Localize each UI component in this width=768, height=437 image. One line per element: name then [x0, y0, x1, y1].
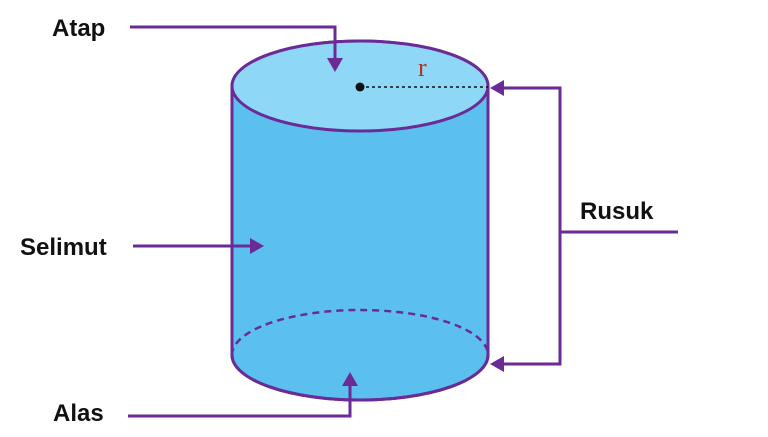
- label-rusuk: Rusuk: [580, 198, 654, 225]
- label-atap: Atap: [52, 15, 105, 42]
- pointer-alas-arrowhead: [342, 372, 358, 386]
- base-front-edge: [230, 354, 490, 402]
- base-back-edge-dashed: [230, 308, 490, 356]
- radius-label: r: [418, 53, 427, 82]
- pointer-atap-arrowhead: [327, 58, 343, 72]
- label-selimut: Selimut: [20, 234, 107, 261]
- pointer-rusuk-bracket: [502, 86, 562, 366]
- pointer-selimut-arrowhead: [250, 238, 264, 254]
- label-alas: Alas: [53, 400, 104, 427]
- pointer-rusuk-arrowhead-top: [490, 80, 504, 96]
- pointer-rusuk-arrowhead-bottom: [490, 356, 504, 372]
- pointer-alas: [128, 384, 352, 418]
- pointer-atap: [130, 25, 337, 62]
